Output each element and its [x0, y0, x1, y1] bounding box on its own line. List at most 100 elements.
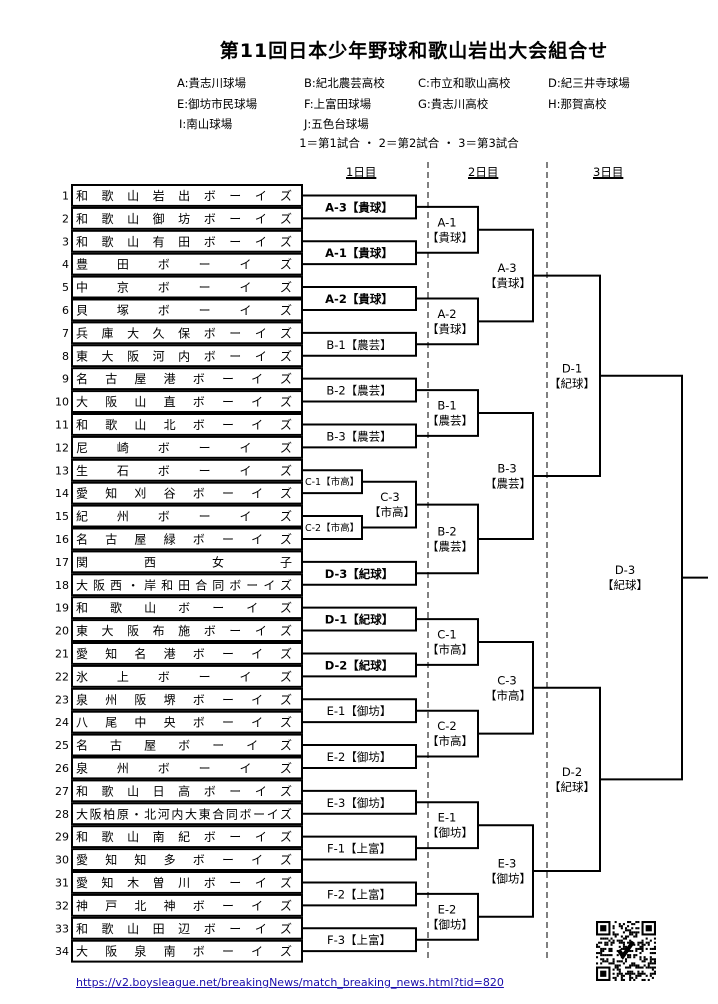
venue-c: C:市立和歌山高校 — [418, 76, 511, 90]
venue-f: F:上富田球場 — [304, 97, 372, 111]
team-seed-number: 10 — [55, 396, 69, 409]
day3-match-venue: 【紀球】 — [549, 376, 595, 390]
day3-match-code: D-2 — [562, 765, 582, 779]
team-seed-number: 20 — [55, 625, 69, 638]
team-box — [71, 298, 303, 322]
team-seed-number: 33 — [55, 922, 69, 935]
team-box — [71, 504, 303, 528]
day2-match-venue: 【市高】 — [427, 734, 473, 748]
day-2-header: 2日目 — [468, 165, 499, 179]
team-seed-number: 18 — [55, 579, 69, 592]
day1-match-label: D-2【紀球】 — [325, 658, 394, 672]
team-name: 和歌山有田ボーイズ — [76, 234, 292, 249]
day2-match-venue: 【農芸】 — [427, 414, 473, 428]
team-seed-number: 27 — [55, 785, 69, 798]
day2-second-venue: 【市高】 — [485, 688, 531, 702]
venue-j: J:五色台球場 — [304, 117, 369, 131]
team-seed-number: 4 — [62, 258, 69, 271]
day2-match-venue: 【農芸】 — [427, 539, 473, 553]
day1-c3-venue: 【市高】 — [369, 505, 415, 519]
team-seed-number: 12 — [55, 441, 69, 454]
team-seed-number: 3 — [62, 235, 69, 248]
team-name: 愛知木曽川ボーイズ — [76, 875, 292, 890]
team-name: 和歌山御坊ボーイズ — [76, 211, 292, 226]
day1-match-label: B-1【農芸】 — [326, 338, 391, 352]
day2-second-venue: 【農芸】 — [485, 476, 531, 490]
team-seed-number: 29 — [55, 831, 69, 844]
day2-match-code: B-2 — [437, 524, 456, 538]
team-box — [71, 435, 303, 459]
day1-match-label: D-1【紀球】 — [325, 613, 394, 627]
day1-match-label: E-2【御坊】 — [327, 750, 392, 764]
day3-match-venue: 【紀球】 — [549, 780, 595, 794]
day2-match-code: C-2 — [437, 719, 457, 733]
team-seed-number: 7 — [62, 327, 69, 340]
day1-match-label: A-2【貴球】 — [325, 292, 393, 306]
day1-match-label: F-2【上富】 — [327, 887, 391, 901]
team-seed-number: 26 — [55, 762, 69, 775]
day-3-header: 3日目 — [593, 165, 624, 179]
team-seed-number: 8 — [62, 350, 69, 363]
team-seed-number: 5 — [62, 281, 69, 294]
day1-match-label: F-3【上富】 — [327, 933, 391, 947]
team-seed-number: 32 — [55, 899, 69, 912]
team-name: 東大阪布施ボーイズ — [76, 623, 292, 638]
team-seed-number: 16 — [55, 533, 69, 546]
team-seed-number: 25 — [55, 739, 69, 752]
day2-second-code: C-3 — [497, 673, 517, 687]
team-seed-number: 13 — [55, 464, 69, 477]
day1-match-label: A-3【貴球】 — [325, 200, 393, 214]
day1-match-label: A-1【貴球】 — [325, 246, 393, 260]
day1-match-label: E-1【御坊】 — [327, 704, 392, 718]
team-seed-number: 6 — [62, 304, 69, 317]
day2-second-code: B-3 — [497, 461, 516, 475]
team-seed-number: 14 — [55, 487, 69, 500]
day2-second-venue: 【御坊】 — [485, 872, 531, 886]
day2-match-code: C-1 — [437, 628, 457, 642]
team-seed-number: 24 — [55, 716, 69, 729]
team-name: 和歌山岩出ボーイズ — [76, 188, 292, 203]
team-seed-number: 15 — [55, 510, 69, 523]
team-seed-number: 34 — [55, 945, 69, 958]
day2-match-code: E-2 — [438, 902, 457, 916]
team-name: 大阪西・岸和田合同ボーイズ — [76, 577, 292, 592]
day1-match-label: E-3【御坊】 — [327, 796, 392, 810]
day1-match-label: B-2【農芸】 — [326, 384, 391, 398]
day1-match-label: C-2【市高】 — [305, 522, 359, 534]
team-seed-number: 11 — [55, 418, 69, 431]
day2-match-venue: 【貴球】 — [427, 322, 473, 336]
day3-match-code: D-1 — [562, 361, 582, 375]
day2-second-code: E-3 — [498, 857, 517, 871]
day1-match-label: B-3【農芸】 — [326, 429, 391, 443]
source-url-link[interactable]: https://v2.boysleague.net/breakingNews/m… — [76, 976, 504, 989]
team-name: 和歌山南紀ボーイズ — [76, 829, 292, 844]
day2-second-venue: 【貴球】 — [485, 276, 531, 290]
day2-match-code: A-2 — [437, 307, 456, 321]
team-seed-number: 2 — [62, 212, 69, 225]
team-seed-number: 21 — [55, 647, 69, 660]
qr-code-icon[interactable] — [596, 921, 656, 981]
team-box — [71, 275, 303, 299]
team-name: 東大阪河内ボーイズ — [76, 348, 292, 363]
team-seed-number: 30 — [55, 854, 69, 867]
final-match-code: D-3 — [615, 563, 635, 577]
venue-i: I:南山球場 — [179, 117, 233, 131]
team-box — [71, 252, 303, 276]
team-name: 和歌山日高ボーイズ — [76, 783, 292, 798]
team-box — [71, 756, 303, 780]
day1-match-label: C-1【市高】 — [305, 476, 359, 488]
team-seed-number: 17 — [55, 556, 69, 569]
team-name: 和歌山田辺ボーイズ — [76, 921, 292, 936]
day2-match-code: B-1 — [437, 399, 456, 413]
day2-second-code: A-3 — [497, 261, 516, 275]
venue-h: H:那賀高校 — [548, 97, 607, 111]
team-box — [71, 664, 303, 688]
team-seed-number: 1 — [62, 189, 69, 202]
team-seed-number: 22 — [55, 670, 69, 683]
venue-d: D:紀三井寺球場 — [548, 76, 630, 90]
team-seed-number: 31 — [55, 876, 69, 889]
day2-match-venue: 【市高】 — [427, 643, 473, 657]
team-name: 大阪柏原・北河内大東合同ボーイズ — [76, 806, 292, 821]
final-match-venue: 【紀球】 — [602, 578, 648, 592]
